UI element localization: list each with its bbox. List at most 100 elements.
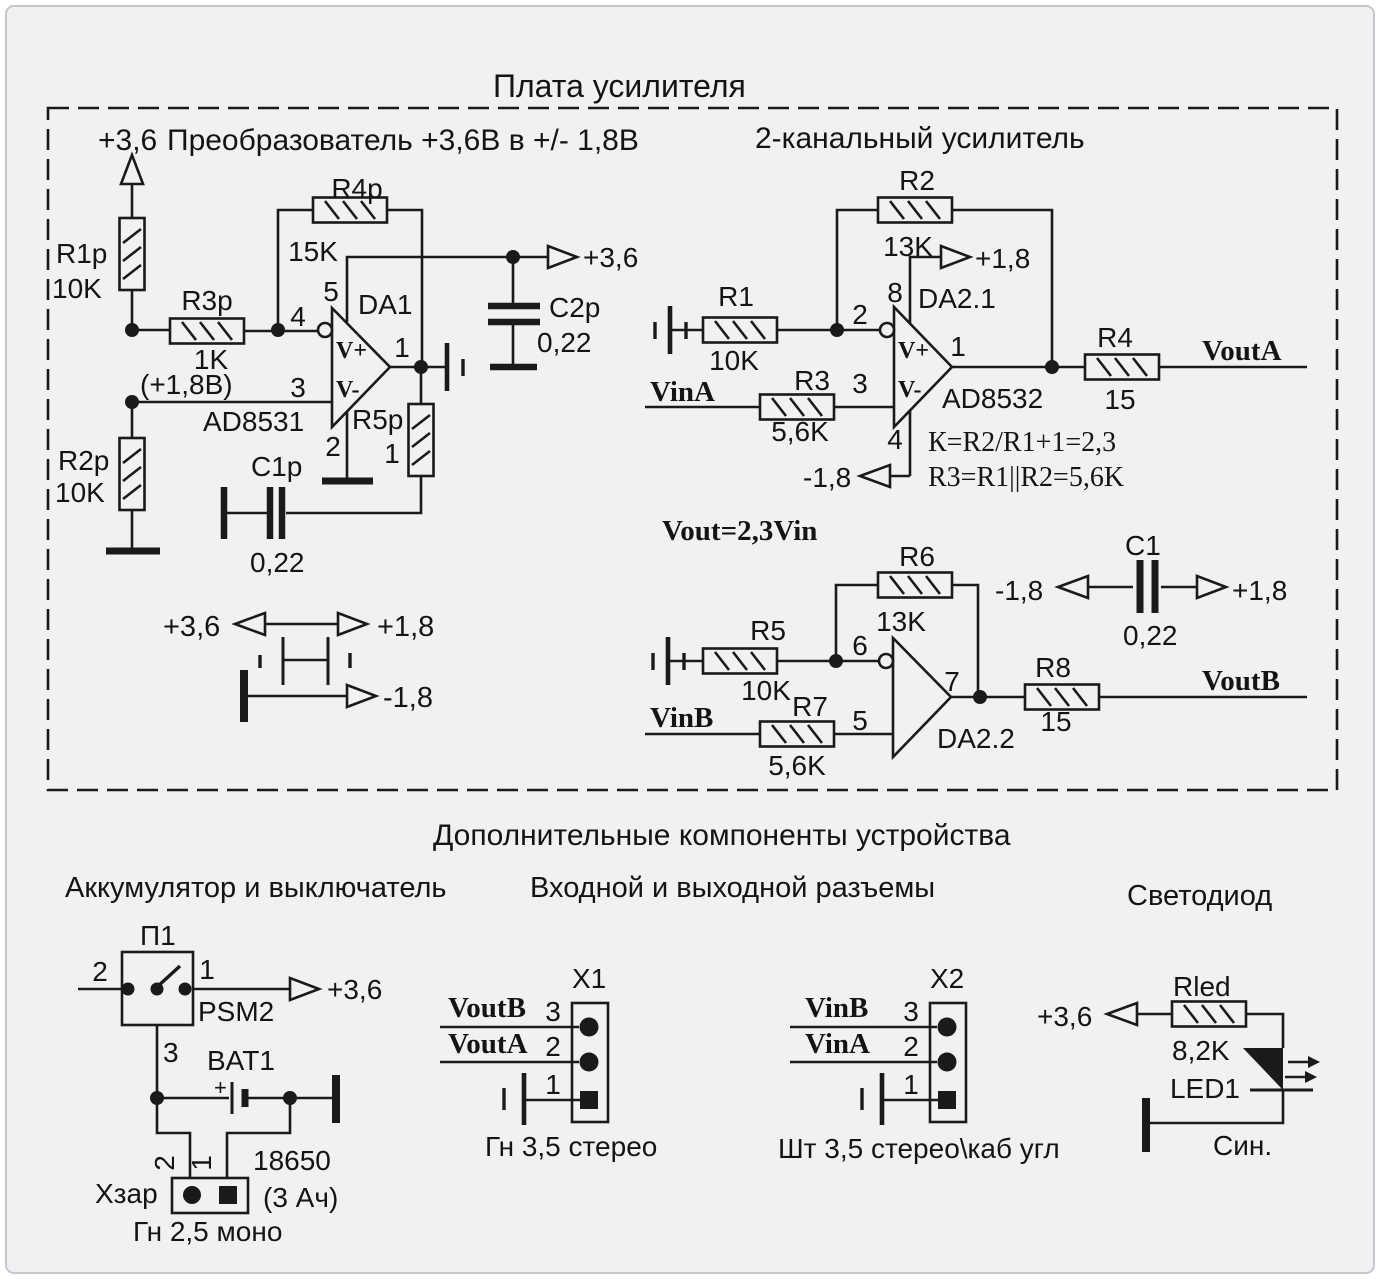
amplifier-heading: 2-канальный усилитель	[755, 122, 1085, 155]
converter-vcc-label: +3,6	[98, 124, 157, 157]
charge-wire-2	[155, 1098, 192, 1178]
connectors-heading: Входной и выходной разъемы	[530, 872, 935, 904]
led-vcc-label: +3,6	[1037, 1001, 1092, 1032]
r4p-value: 15K	[288, 236, 338, 267]
r3-name: R3	[794, 365, 830, 396]
da22-pin6: 6	[852, 630, 868, 661]
c2p-value: 0,22	[537, 327, 592, 358]
r3p-value: 1K	[194, 344, 229, 375]
rail-vin: +3,6	[163, 611, 220, 643]
channel-a-wires	[645, 208, 1307, 478]
battery-plus-sign: +	[214, 1075, 227, 1100]
rled-name: Rled	[1173, 971, 1231, 1002]
r3-value: 5,6K	[771, 416, 829, 447]
r3-formula: R3=R1||R2=5,6K	[928, 462, 1124, 493]
capacitor-c1: C1 -1,8 +1,8 0,22	[995, 530, 1287, 651]
xzar-pin1: 1	[186, 1155, 217, 1171]
rled-value: 8,2K	[1172, 1035, 1230, 1066]
switch-name: П1	[140, 920, 176, 951]
rail-vneg: -1,8	[383, 682, 433, 714]
c1p-value: 0,22	[250, 547, 305, 578]
c1-vneg: -1,8	[995, 575, 1043, 606]
voutb-label: VoutB	[1202, 665, 1280, 697]
x2-pin3: 3	[903, 996, 919, 1027]
x1-pin3: 3	[545, 996, 561, 1027]
battery-vcc-label: +3,6	[327, 974, 382, 1005]
da21-vminus: V-	[898, 377, 922, 403]
rail-vpos: +1,8	[377, 611, 434, 643]
x1-sig3-label: VoutB	[448, 992, 526, 1024]
xzar-jack: Гн 2,5 моно	[133, 1216, 282, 1247]
x2-sig3-label: VinB	[805, 992, 868, 1024]
charge-wire-1	[225, 1098, 292, 1178]
da1-pin1: 1	[394, 332, 410, 363]
r5-name: R5	[750, 615, 786, 646]
da1-vplus: V+	[336, 338, 367, 364]
r1p-name: R1p	[56, 238, 107, 269]
inverting-input-circle	[316, 321, 334, 339]
r1-value: 10K	[709, 345, 759, 376]
xzar-pin2: 2	[149, 1155, 180, 1171]
vinb-label: VinB	[650, 702, 713, 734]
connector-xzar	[170, 1176, 250, 1215]
resistor-r3p	[168, 317, 246, 345]
board-outline	[46, 106, 1339, 792]
opamp-da2-1: V+ V-	[878, 303, 954, 431]
r5-value: 10K	[741, 675, 791, 706]
battery-bat1: +	[150, 1075, 340, 1123]
opamp-da1: V+ V-	[316, 304, 392, 431]
resistor-r2p	[118, 436, 146, 512]
r8-value: 15	[1040, 706, 1071, 737]
r4p-name: R4p	[331, 173, 382, 204]
r5p-name: R5p	[352, 404, 403, 435]
c1-name: C1	[1125, 530, 1161, 561]
led1-name: LED1	[1170, 1073, 1240, 1104]
r6-name: R6	[899, 541, 935, 572]
inverting-input-circle	[877, 652, 895, 670]
resistor-r5	[701, 647, 779, 675]
resistor-r1p	[118, 216, 146, 292]
switch-pin1: 1	[199, 954, 215, 985]
r4-value: 15	[1104, 384, 1135, 415]
capacitor-c1p	[220, 487, 286, 539]
resistor-r4	[1083, 353, 1161, 381]
converter-section: Преобразователь +3,6В в +/- 1,8В +3,6 R1…	[52, 124, 639, 722]
da21-name: DA2.1	[918, 283, 996, 314]
resistor-r2	[876, 196, 954, 224]
channel-b-wires	[645, 583, 1307, 736]
amplifier-channel-b: R5 10K R6 13K DA2.2 6 5 7 VinB R7 5,6K R…	[645, 530, 1307, 781]
switch-pin2: 2	[92, 956, 108, 987]
vina-label: VinA	[650, 376, 715, 408]
x1-pin2: 2	[545, 1031, 561, 1062]
inverting-input-circle	[878, 321, 896, 339]
board-title: Плата усилителя	[493, 68, 746, 104]
c2p-name: C2p	[549, 292, 600, 323]
battery-switch-section: Аккумулятор и выключатель П1 2 1 +3,6 PS…	[65, 872, 447, 1247]
led-heading: Светодиод	[1127, 880, 1272, 912]
r7-value: 5,6K	[768, 750, 826, 781]
r8-name: R8	[1035, 652, 1071, 683]
bat1-capacity: (3 Ач)	[263, 1182, 338, 1213]
connector-x2	[928, 1001, 968, 1124]
resistor-rled	[1170, 1000, 1248, 1028]
r2-value: 13K	[883, 231, 933, 262]
da21-pin8: 8	[887, 277, 903, 308]
c1-value: 0,22	[1123, 620, 1178, 651]
da1-pin4: 4	[290, 301, 306, 332]
battery-heading: Аккумулятор и выключатель	[65, 872, 447, 904]
da1-name: DA1	[358, 289, 412, 320]
x2-pin1: 1	[903, 1069, 919, 1100]
vouta-label: VoutA	[1202, 335, 1282, 367]
r6-value: 13K	[876, 606, 926, 637]
switch-pin3: 3	[163, 1037, 179, 1068]
capacitor-c2p	[488, 302, 540, 371]
x2-sig2-label: VinA	[805, 1028, 870, 1060]
da21-vplus: V+	[898, 338, 929, 364]
resistor-r7	[758, 720, 836, 748]
led1-symbol	[1243, 1048, 1320, 1092]
da1-pin2: 2	[325, 431, 341, 462]
vcc-up-arrow	[119, 151, 145, 186]
midpoint-note: (+1,8В)	[140, 369, 233, 400]
r1p-value: 10K	[52, 273, 102, 304]
